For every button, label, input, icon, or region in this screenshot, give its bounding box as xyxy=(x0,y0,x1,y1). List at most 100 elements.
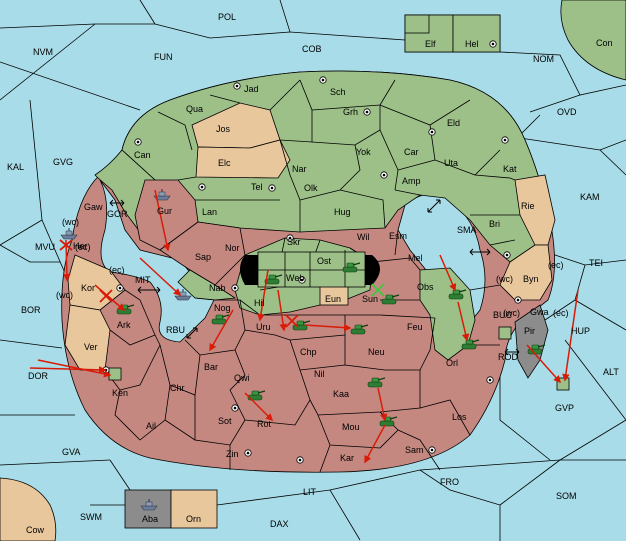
label-sma: SMA xyxy=(457,225,477,235)
label-cob: COB xyxy=(302,44,322,54)
label-neu: Neu xyxy=(368,347,385,357)
label-can: Can xyxy=(134,150,151,160)
label-eld: Eld xyxy=(447,118,460,128)
label-dor: DOR xyxy=(28,371,49,381)
label-esm: Esm xyxy=(389,231,407,241)
label-pol: POL xyxy=(218,12,236,22)
blocked-passage-east xyxy=(365,255,380,285)
province-orn[interactable] xyxy=(170,489,218,529)
label-elc: Elc xyxy=(218,158,231,168)
label-nil: Nil xyxy=(314,369,325,379)
label-gvp: GVP xyxy=(555,403,574,413)
label-ver: Ver xyxy=(84,342,98,352)
label-gwa-wc: (wc) xyxy=(503,308,520,318)
label-alt: ALT xyxy=(603,367,619,377)
label-web: Web xyxy=(286,273,304,283)
label-kat: Kat xyxy=(503,164,517,174)
label-skr: Skr xyxy=(287,237,301,247)
label-uru: Uru xyxy=(256,322,271,332)
label-rbu: RBU xyxy=(166,325,185,335)
order-arrows xyxy=(29,189,579,464)
label-hil: Hil xyxy=(254,298,265,308)
label-orn: Orn xyxy=(186,514,201,524)
label-kor-ec: (ec) xyxy=(109,265,125,275)
label-chr: Chr xyxy=(170,383,185,393)
province-aba[interactable] xyxy=(124,489,172,529)
label-olk: Olk xyxy=(304,183,318,193)
label-wil: Wil xyxy=(357,232,370,242)
label-aba: Aba xyxy=(142,514,158,524)
label-qwi: Qwi xyxy=(234,373,250,383)
label-byn-ec: (ec) xyxy=(548,260,564,270)
label-bri: Bri xyxy=(489,219,500,229)
label-bar: Bar xyxy=(204,362,218,372)
label-mvu: MVU xyxy=(35,242,55,252)
label-dax: DAX xyxy=(270,519,289,529)
unit-ken-box[interactable] xyxy=(108,367,122,381)
label-ovd: OVD xyxy=(557,107,577,117)
label-tel: Tel xyxy=(251,182,263,192)
label-gaw: Gaw xyxy=(84,202,103,212)
label-bor: BOR xyxy=(21,305,41,315)
label-byn: Byn xyxy=(523,274,539,284)
label-hel: Hel xyxy=(465,39,479,49)
label-nom: NOM xyxy=(533,54,554,64)
label-car: Car xyxy=(404,147,419,157)
label-nab: Nab xyxy=(209,283,226,293)
label-sun: Sun xyxy=(362,294,378,304)
label-zin: Zin xyxy=(226,449,239,459)
label-nog: Nog xyxy=(214,303,231,313)
label-her-wc: (wc) xyxy=(62,217,79,227)
label-qua: Qua xyxy=(186,104,203,114)
label-her: Her xyxy=(73,241,88,251)
label-elf: Elf xyxy=(425,39,436,49)
support-mark xyxy=(371,283,385,297)
label-her-ec: (ec) xyxy=(75,242,91,252)
label-feu: Feu xyxy=(407,322,423,332)
province-con[interactable] xyxy=(560,0,626,81)
province-byn[interactable] xyxy=(499,244,553,301)
label-kam: KAM xyxy=(580,192,600,202)
label-ost: Ost xyxy=(317,256,332,266)
label-grh: Grh xyxy=(343,107,358,117)
label-sch: Sch xyxy=(330,87,346,97)
label-hup: HUP xyxy=(571,326,590,336)
label-kar: Kar xyxy=(340,453,354,463)
label-jad: Jad xyxy=(244,84,259,94)
label-rot: Rot xyxy=(257,419,272,429)
label-ken: Ken xyxy=(112,388,128,398)
label-kor-wc: (wc) xyxy=(56,290,73,300)
label-lit: LIT xyxy=(303,487,317,497)
label-gwa-ec: (ec) xyxy=(553,308,569,318)
label-gor: GOR xyxy=(107,209,128,219)
label-tei: TEI xyxy=(589,258,603,268)
label-kaa: Kaa xyxy=(333,389,349,399)
label-lan: Lan xyxy=(202,207,217,217)
province-cow[interactable] xyxy=(0,477,57,541)
label-kor: Kor xyxy=(81,283,95,293)
label-cow: Cow xyxy=(26,525,45,535)
label-gvg: GVG xyxy=(53,157,73,167)
blocked-passage-west xyxy=(240,255,258,285)
label-chp: Chp xyxy=(300,347,317,357)
label-amp: Amp xyxy=(402,176,421,186)
label-los: Los xyxy=(452,412,467,422)
label-mel: Mel xyxy=(408,253,423,263)
map-labels: POL FUN COB NVM NOM Con Elf Hel OVD KAL … xyxy=(7,12,619,535)
label-nvm: NVM xyxy=(33,47,53,57)
label-con: Con xyxy=(596,38,613,48)
label-mou: Mou xyxy=(342,422,360,432)
label-swm: SWM xyxy=(80,512,102,522)
label-sap: Sap xyxy=(195,252,211,262)
label-pir: Pir xyxy=(524,326,535,336)
label-mit: MIT xyxy=(135,275,151,285)
connection-arrows xyxy=(109,199,520,356)
unit-buc-box[interactable] xyxy=(498,326,512,340)
label-obs: Obs xyxy=(417,282,434,292)
label-nar: Nar xyxy=(292,164,307,174)
label-yok: Yok xyxy=(356,147,371,157)
label-rie: Rie xyxy=(521,201,535,211)
sea-mit[interactable] xyxy=(99,179,216,343)
